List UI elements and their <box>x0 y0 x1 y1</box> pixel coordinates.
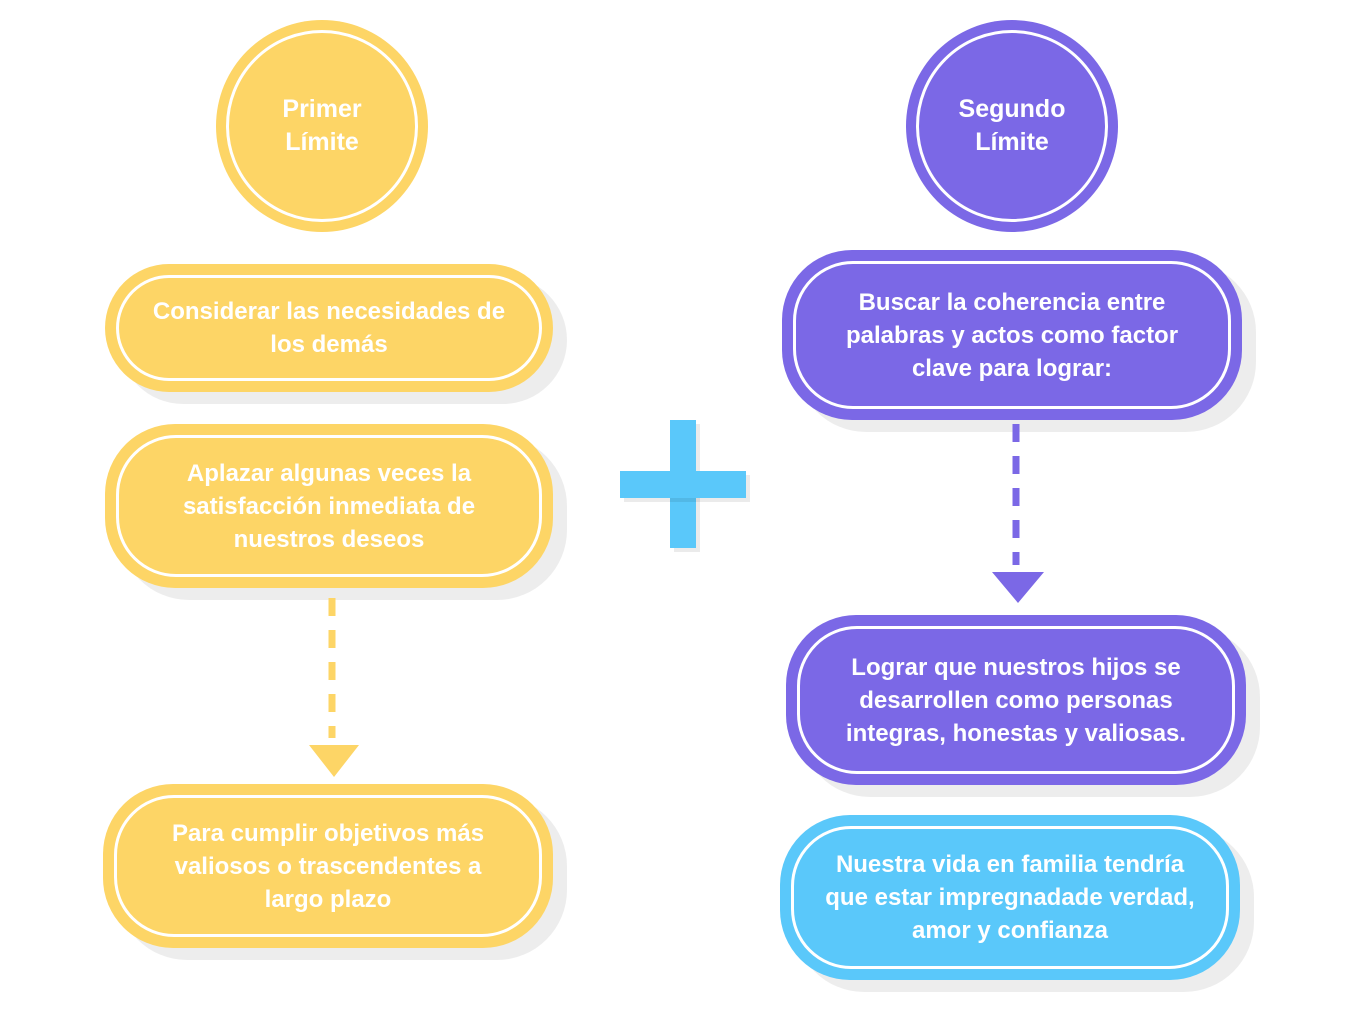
left-box-2-text: Aplazar algunas veces la satisfacción in… <box>182 459 476 553</box>
segundo-limite-label: Segundo Límite <box>958 95 1066 156</box>
right-dashed-connector <box>992 424 1044 603</box>
box-ring <box>797 626 1235 774</box>
primer-limite-label: Primer Límite <box>282 95 362 156</box>
box-ring <box>791 826 1229 969</box>
box-ring <box>116 435 542 577</box>
box-ring <box>116 275 542 381</box>
right-box-3-text: Nuestra vida en familia tendría que esta… <box>825 851 1195 944</box>
primer-limite-circle: Primer Límite <box>216 20 428 232</box>
arrow-down-icon <box>992 572 1044 603</box>
plus-horizontal-bar <box>620 471 746 498</box>
right-box-1: Buscar la coherencia entre palabras y ac… <box>782 250 1242 420</box>
right-box-3: Nuestra vida en familia tendría que esta… <box>780 815 1240 980</box>
left-box-1: Considerar las necesidades de los demás <box>105 264 553 392</box>
circle-ring <box>916 30 1108 222</box>
right-box-2-text: Lograr que nuestros hijos se desarrollen… <box>845 653 1187 747</box>
right-box-1-text: Buscar la coherencia entre palabras y ac… <box>845 288 1179 382</box>
left-box-2: Aplazar algunas veces la satisfacción in… <box>105 424 553 588</box>
left-box-1-text: Considerar las necesidades de los demás <box>152 298 506 358</box>
left-box-3: Para cumplir objetivos más valiosos o tr… <box>103 784 553 948</box>
circle-ring <box>226 30 418 222</box>
box-ring <box>114 795 542 937</box>
segundo-limite-circle: Segundo Límite <box>906 20 1118 232</box>
left-dashed-connector <box>309 598 359 777</box>
left-box-3-text: Para cumplir objetivos más valiosos o tr… <box>171 819 485 913</box>
arrow-down-icon <box>309 745 359 777</box>
right-box-2: Lograr que nuestros hijos se desarrollen… <box>786 615 1246 785</box>
box-ring <box>793 261 1231 409</box>
